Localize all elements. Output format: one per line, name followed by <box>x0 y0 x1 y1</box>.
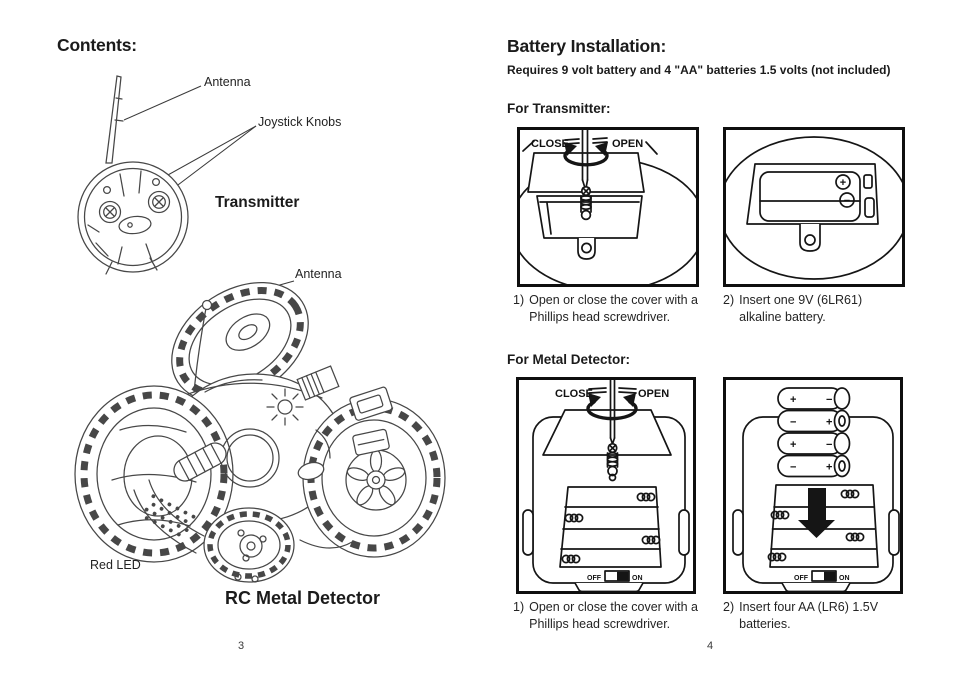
svg-text:+: + <box>826 417 832 429</box>
red-led-grille <box>173 442 227 482</box>
aa-battery-4: − + <box>777 454 851 478</box>
transmitter-step-1: 1) Open or close the cover with a Philli… <box>513 292 703 325</box>
off-label: OFF <box>794 575 809 582</box>
svg-text:+: + <box>790 439 796 451</box>
close-label: CLOSE <box>555 388 593 400</box>
step-number: 2) <box>723 293 735 307</box>
bumper-dots <box>144 494 196 537</box>
open-label: OPEN <box>612 138 643 150</box>
detector-step-2: 2) Insert four AA (LR6) 1.5V batteries. <box>723 599 889 632</box>
rotate-arrow <box>563 148 609 167</box>
step-text: Insert four AA (LR6) 1.5V batteries. <box>739 600 879 631</box>
page-number-left: 3 <box>238 640 245 652</box>
step-text: Insert one 9V (6LR61) alkaline battery. <box>739 293 863 324</box>
step-number: 2) <box>723 600 735 614</box>
aa-battery-3: + − <box>777 432 851 455</box>
aa-battery-1: + − <box>777 387 851 410</box>
detector-step-1: 1) Open or close the cover with a Philli… <box>513 599 703 632</box>
off-label: OFF <box>587 575 602 582</box>
label-antenna-transmitter: Antenna <box>204 75 251 89</box>
for-transmitter-title: For Transmitter: <box>507 101 611 116</box>
open-label: OPEN <box>638 388 669 400</box>
page-left: Contents: <box>0 0 470 675</box>
vehicle-drawing <box>74 281 446 583</box>
label-joystick-knobs: Joystick Knobs <box>258 115 342 129</box>
battery-springs <box>561 492 661 564</box>
label-red-led: Red LED <box>90 558 141 572</box>
vehicle-title: RC Metal Detector <box>225 588 381 608</box>
figure-transmitter-open: CLOSE OPEN <box>517 127 699 287</box>
svg-text:−: − <box>826 394 832 406</box>
on-label: ON <box>632 575 643 582</box>
page-right: Battery Installation: Requires 9 volt ba… <box>470 0 954 675</box>
aa-battery-2: − + <box>777 409 851 433</box>
close-label: CLOSE <box>531 138 569 150</box>
battery-installation-heading: Battery Installation: <box>507 36 667 56</box>
transmitter-drawing <box>77 75 189 275</box>
battery-requirements: Requires 9 volt battery and 4 "AA" batte… <box>507 63 891 77</box>
svg-text:−: − <box>826 439 832 451</box>
on-label: ON <box>839 575 850 582</box>
svg-text:+: + <box>790 394 796 406</box>
step-text: Open or close the cover with a Phillips … <box>529 600 698 631</box>
insert-direction-arrow <box>798 488 835 538</box>
battery-springs <box>767 489 865 562</box>
figure-aa-batteries: + − − + + − − + <box>723 377 903 594</box>
svg-text:+: + <box>826 462 832 474</box>
transmitter-step-2: 2) Insert one 9V (6LR61) alkaline batter… <box>723 292 889 325</box>
9v-plus-sign: + <box>840 177 846 189</box>
figure-9v-battery: + − <box>723 127 905 287</box>
svg-text:−: − <box>790 462 796 474</box>
left-page-artwork <box>74 75 446 583</box>
page-number-right: 4 <box>707 640 714 652</box>
label-antenna-vehicle: Antenna <box>295 267 342 281</box>
svg-text:−: − <box>790 417 796 429</box>
9v-minus-sign: − <box>844 195 850 207</box>
for-metal-detector-title: For Metal Detector: <box>507 352 631 367</box>
step-number: 1) <box>513 293 525 307</box>
contents-heading: Contents: <box>57 35 137 55</box>
step-text: Open or close the cover with a Phillips … <box>529 293 698 324</box>
figure-detector-open: CLOSE OPEN OFF ON <box>516 377 696 594</box>
step-number: 1) <box>513 600 525 614</box>
label-transmitter: Transmitter <box>215 194 300 211</box>
